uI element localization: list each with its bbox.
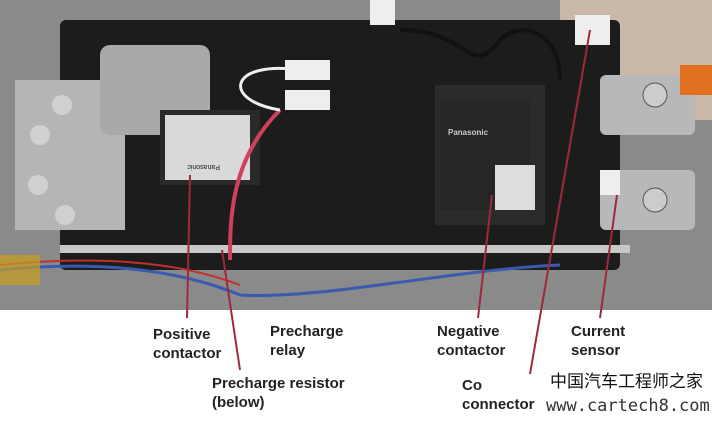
label-current-sensor: Current sensor (571, 322, 625, 360)
label-precharge-resistor: Precharge resistor (below) (212, 374, 345, 412)
yellow-tape (0, 255, 40, 285)
watermark-url: www.cartech8.com (546, 396, 710, 416)
leader-current-sensor (599, 194, 618, 319)
bolt (55, 205, 75, 225)
connector-plug (575, 15, 610, 45)
label-line: Positive (153, 326, 211, 343)
precharge-relay-connector (285, 90, 330, 110)
black-cable (399, 28, 562, 81)
watermark-chinese: 中国汽车工程师之家 (550, 372, 703, 392)
bolt (30, 125, 50, 145)
label-line: Precharge (270, 323, 344, 340)
precharge-relay-connector (285, 60, 330, 80)
positive-contactor-label (165, 115, 250, 180)
bolt (642, 82, 668, 108)
leader-connector (529, 29, 591, 375)
negative-contactor-label (495, 165, 535, 210)
label-connector: Co connector (462, 376, 535, 414)
bolt (642, 187, 668, 213)
label-line: Negative (437, 323, 500, 340)
label-positive-contactor: Positive contactor (153, 325, 221, 363)
bolt (52, 95, 72, 115)
negative-contactor-brand: Panasonic (448, 128, 489, 137)
leader-negative-contactor (477, 194, 493, 319)
white-wire (239, 67, 301, 112)
label-line: contactor (153, 345, 222, 362)
red-wire (228, 108, 282, 261)
positive-contactor-brand: Panasonic (187, 163, 220, 170)
orange-connector (680, 65, 712, 95)
rail (60, 245, 630, 253)
leader-positive-contactor (186, 174, 191, 319)
label-line: Co (462, 377, 482, 394)
label-negative-contactor: Negative contactor (437, 322, 505, 360)
label-line: relay (270, 342, 306, 359)
label-line: sensor (571, 342, 621, 359)
current-sensor-clip (600, 170, 620, 195)
blue-wire (0, 263, 561, 298)
label-line: Precharge resistor (212, 375, 345, 392)
bolt (28, 175, 48, 195)
leader-precharge-resistor (221, 249, 241, 371)
top-connector (370, 0, 395, 25)
label-line: contactor (437, 342, 506, 359)
label-line: Current (571, 323, 626, 340)
label-line: (below) (212, 394, 265, 411)
label-precharge-relay: Precharge relay (270, 322, 343, 360)
label-line: connector (462, 396, 535, 413)
